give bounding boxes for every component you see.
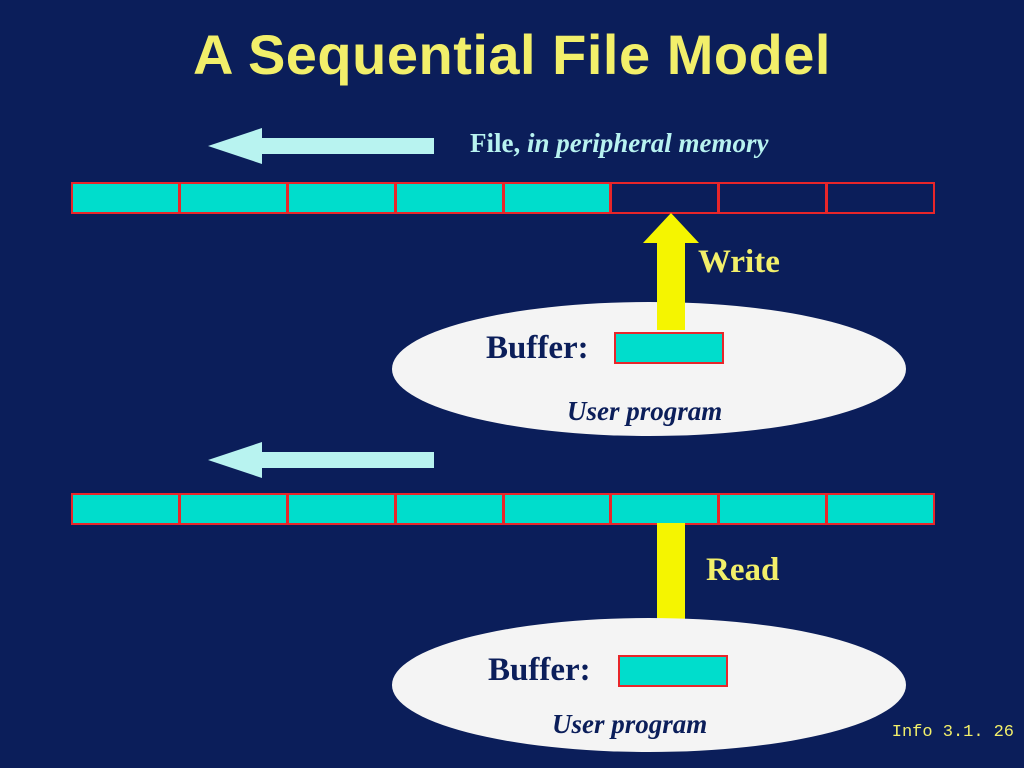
file-cell <box>504 495 613 523</box>
footer-section: Info 3.1. <box>891 723 984 742</box>
file-label-plain: File, <box>470 128 521 158</box>
left-arrow-icon <box>208 128 434 164</box>
buffer-label-read: Buffer: <box>488 652 591 688</box>
read-file-bar <box>71 493 935 525</box>
file-cell <box>288 184 397 212</box>
left-arrow-icon <box>208 442 434 478</box>
user-program-label-write: User program <box>567 396 723 426</box>
user-program-label-read: User program <box>552 709 708 739</box>
write-label: Write <box>698 244 780 280</box>
file-cell <box>73 495 181 523</box>
file-label: File, in peripheral memory <box>470 128 768 159</box>
file-cell <box>396 495 505 523</box>
slide-footer: Info 3.1. 26 <box>882 723 1014 742</box>
file-label-italic: in peripheral memory <box>526 128 769 158</box>
user-program-ellipse-write <box>392 302 906 436</box>
file-cell <box>73 184 181 212</box>
file-cell <box>504 184 613 212</box>
buffer-box-read <box>618 655 728 687</box>
buffer-label-write: Buffer: <box>486 330 589 366</box>
file-cell <box>612 495 721 523</box>
buffer-box-write <box>614 332 724 364</box>
read-label: Read <box>706 552 780 588</box>
write-file-bar <box>71 182 935 214</box>
up-arrow-icon <box>643 213 699 330</box>
file-cell <box>288 495 397 523</box>
file-cell <box>720 495 829 523</box>
slide-title: A Sequential File Model <box>193 23 831 86</box>
file-cell <box>396 184 505 212</box>
file-cell <box>180 184 289 212</box>
file-cell <box>828 495 933 523</box>
file-cell <box>828 184 933 212</box>
file-cell <box>180 495 289 523</box>
file-cell <box>720 184 829 212</box>
footer-page-number: 26 <box>993 723 1014 742</box>
file-cell <box>612 184 721 212</box>
